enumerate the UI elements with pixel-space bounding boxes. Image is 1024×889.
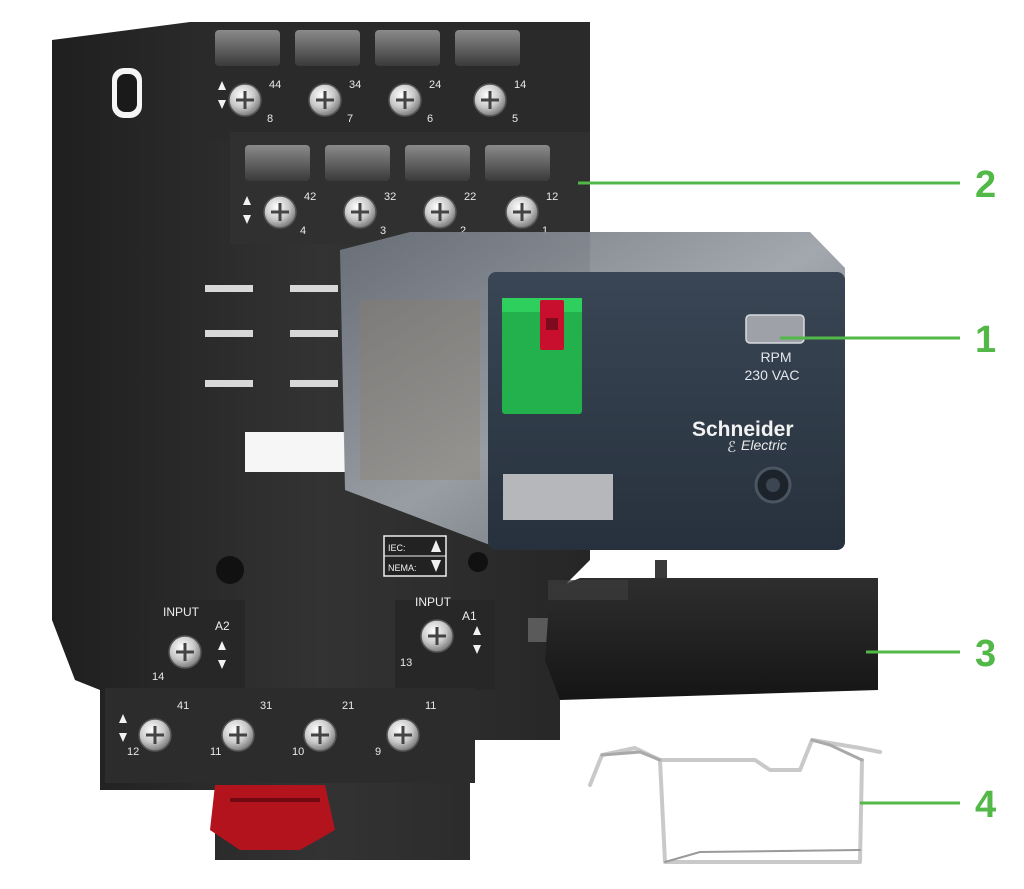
terminal-screws (119, 81, 539, 752)
terminal-label-pin-9: 9 (375, 746, 381, 758)
terminal-label-pin-11: 11 (210, 746, 221, 758)
callout-leaders (578, 181, 960, 805)
relay: RPM 230 VAC Schneider Electric ℰ (340, 232, 845, 550)
terminal-label-14: 14 (514, 79, 526, 91)
terminal-label-pin-4: 4 (300, 225, 306, 237)
terminal-label-42: 42 (304, 191, 316, 203)
din-release-tab (210, 785, 335, 850)
terminal-screw-31 (221, 718, 255, 752)
relay-socket: IEC: NEMA: 44834724614542432322212141123… (52, 22, 590, 860)
terminal-screw-24 (388, 83, 422, 117)
nema-label: NEMA: (388, 563, 417, 573)
relay-voltage: 230 VAC (745, 367, 800, 383)
brand-sub: Electric (741, 437, 787, 453)
terminal-screw-a1 (420, 619, 454, 653)
terminal-label-pin-6: 6 (427, 113, 433, 125)
terminal-label-21: 21 (342, 700, 354, 712)
terminal-label-44: 44 (269, 79, 281, 91)
terminal-label-pin-1: 1 (542, 225, 548, 237)
terminal-label-pin-5: 5 (512, 113, 518, 125)
socket-hole-left (216, 556, 244, 584)
terminal-label-34: 34 (349, 79, 361, 91)
terminal-screw-42 (263, 195, 297, 229)
callout-4-number: 4 (975, 784, 996, 826)
wire-direction-arrow-icon (473, 626, 481, 654)
input-left-coil: A2 (215, 619, 230, 633)
wire-direction-arrow-icon (218, 81, 226, 109)
brand-name: Schneider (692, 418, 794, 441)
terminal-label-41: 41 (177, 700, 189, 712)
terminal-label-32: 32 (384, 191, 396, 203)
wire-direction-arrow-icon (119, 714, 127, 742)
input-left-label: INPUT (163, 605, 200, 619)
terminal-label-pin-8: 8 (267, 113, 273, 125)
socket-hole-right (468, 552, 488, 572)
protection-module (528, 560, 878, 700)
terminal-clamps-top (215, 30, 520, 66)
iec-nema-label: IEC: NEMA: (383, 535, 447, 577)
socket-window (245, 432, 345, 472)
relay-clear-cover (340, 232, 845, 545)
terminal-screw-32 (343, 195, 377, 229)
iec-label: IEC: (388, 543, 406, 553)
wire-direction-arrow-icon (218, 641, 226, 669)
callout-1-number: 1 (975, 319, 996, 361)
terminal-screw-21 (303, 718, 337, 752)
input-right-coil: A1 (462, 609, 477, 623)
terminal-label-31: 31 (260, 700, 272, 712)
status-led-window (745, 314, 805, 344)
terminal-label-pin-12: 12 (127, 746, 139, 758)
terminal-label-pin-2: 2 (460, 225, 466, 237)
terminal-label-pin-3: 3 (380, 225, 386, 237)
input-left-number: 14 (152, 671, 164, 683)
terminal-screw-22 (423, 195, 457, 229)
terminal-label-11: 11 (425, 700, 436, 712)
terminal-label-22: 22 (464, 191, 476, 203)
callout-2-number: 2 (975, 164, 996, 206)
marker-label-slot (503, 474, 613, 520)
terminal-label-12: 12 (546, 191, 558, 203)
terminal-screw-41 (138, 718, 172, 752)
module-pin-side (528, 618, 550, 642)
callout-numbers: 2 1 3 4 (975, 164, 996, 826)
relay-model: RPM (760, 349, 791, 365)
terminal-label-24: 24 (429, 79, 441, 91)
input-right-number: 13 (400, 657, 412, 669)
terminal-clamps-second (245, 145, 550, 181)
terminal-screw-44 (228, 83, 262, 117)
brand-logo-mark: ℰ (727, 438, 736, 456)
wire-direction-arrow-icon (243, 196, 251, 224)
input-right-label: INPUT (415, 595, 452, 609)
terminal-screw-a2 (168, 635, 202, 669)
terminal-screw-34 (308, 83, 342, 117)
terminal-label-pin-7: 7 (347, 113, 353, 125)
socket-contact-slots (205, 285, 338, 387)
callout-3-number: 3 (975, 633, 996, 675)
terminal-screw-11 (386, 718, 420, 752)
terminal-screw-12 (505, 195, 539, 229)
terminal-screw-14 (473, 83, 507, 117)
terminal-label-pin-10: 10 (292, 746, 304, 758)
retaining-clip (588, 738, 882, 864)
module-body (545, 578, 878, 700)
